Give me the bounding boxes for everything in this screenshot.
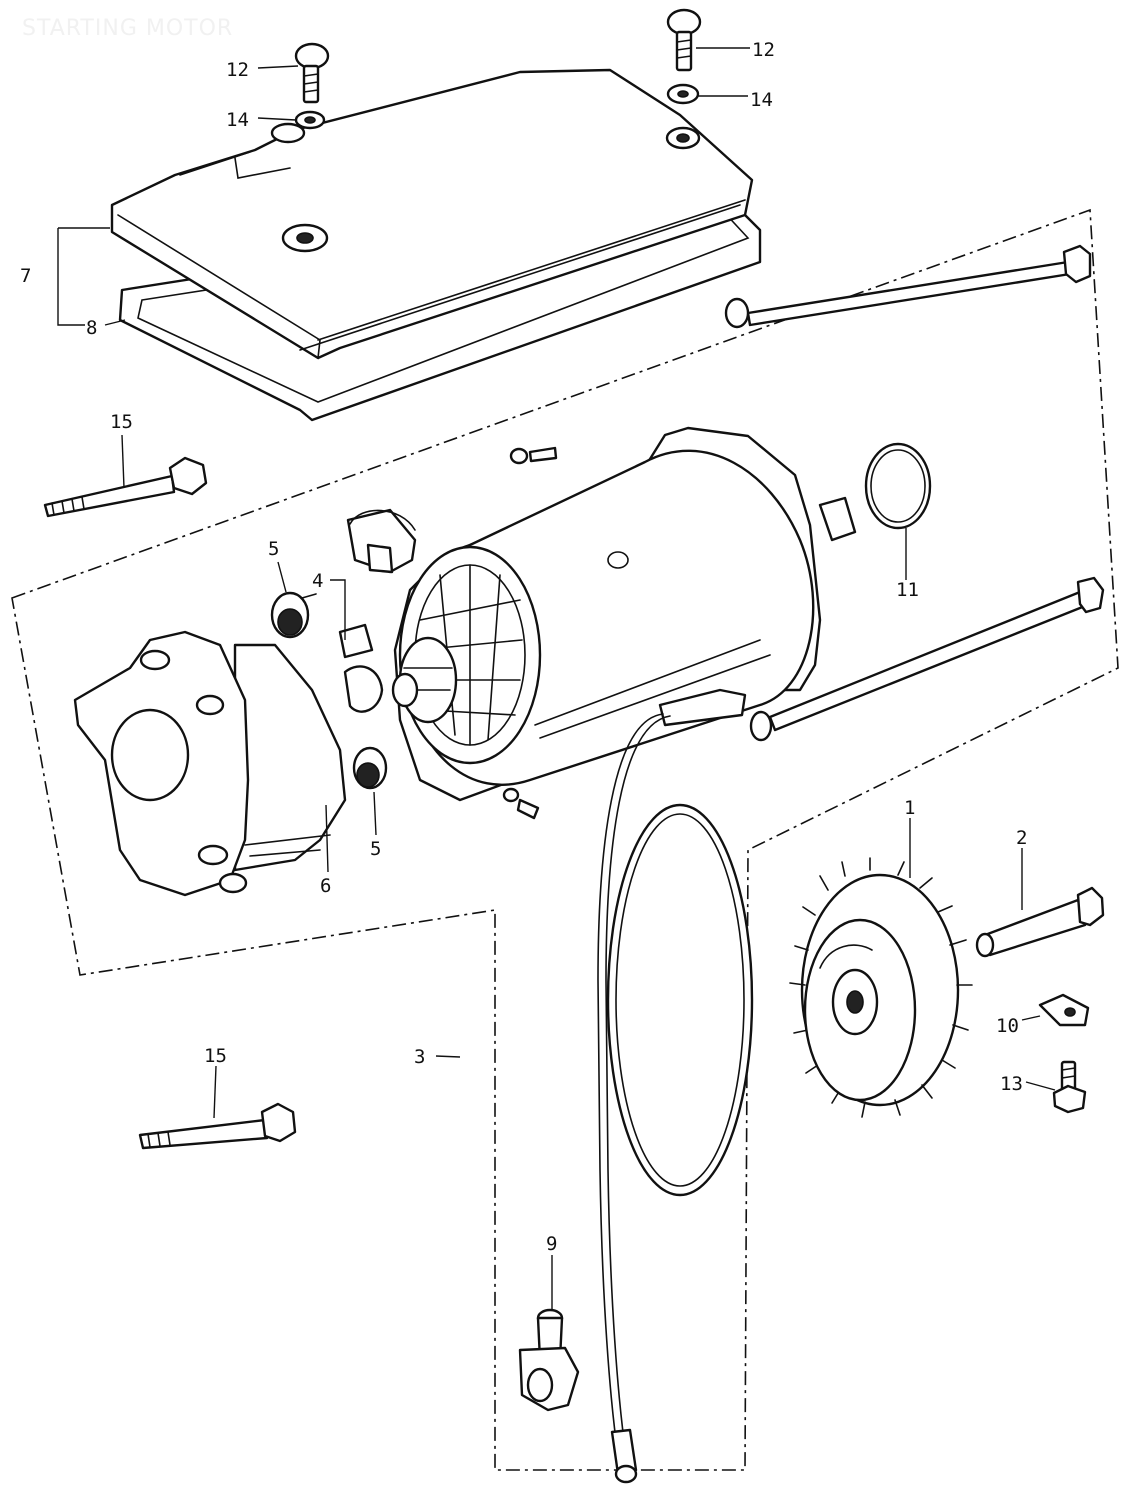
label-5-bottom: 5 (370, 838, 381, 860)
rear-cover (73, 630, 347, 897)
label-13: 13 (1000, 1073, 1023, 1095)
cable-loop (606, 803, 754, 1197)
label-9: 9 (546, 1233, 557, 1255)
label-15-bottom: 15 (204, 1045, 227, 1067)
lock-plate (1038, 993, 1090, 1027)
label-10: 10 (996, 1015, 1019, 1037)
o-ring (864, 442, 932, 530)
label-12-right: 12 (752, 39, 775, 61)
brush-spring-bottom (352, 746, 388, 790)
label-14-left: 14 (226, 109, 249, 131)
through-bolt-lower (749, 576, 1105, 742)
label-2: 2 (1016, 827, 1027, 849)
starter-cable (597, 713, 671, 1484)
washer-right (666, 83, 700, 105)
cover-assembly (110, 68, 762, 422)
small-screw-top (509, 446, 558, 465)
label-12-left: 12 (226, 59, 249, 81)
watermark-text: STARTING MOTOR (22, 16, 234, 41)
label-5-top: 5 (268, 538, 279, 560)
label-1: 1 (904, 797, 915, 819)
label-14-right: 14 (750, 89, 773, 111)
gear-shaft (975, 886, 1105, 958)
label-11: 11 (896, 579, 919, 601)
brush-spring-top (270, 591, 317, 639)
small-screw-bottom (502, 787, 540, 820)
label-15-top: 15 (110, 411, 133, 433)
label-7: 7 (20, 265, 31, 287)
brush-holder (338, 508, 417, 713)
bolt-15-top (43, 456, 208, 518)
bolt-15-bottom (138, 1102, 297, 1150)
cover-screw-right (666, 8, 702, 72)
label-8: 8 (86, 317, 97, 339)
through-bolt-upper (724, 244, 1092, 329)
cover-screw-left (294, 42, 330, 104)
starter-gear (789, 857, 973, 1118)
motor-housing (391, 426, 857, 802)
plate-bolt (1052, 1060, 1087, 1114)
assembly-boundary (11, 208, 1119, 1471)
label-3: 3 (414, 1046, 425, 1068)
terminal-cap (518, 1308, 580, 1412)
label-6: 6 (320, 875, 331, 897)
washer-left (294, 110, 326, 130)
label-4: 4 (312, 570, 323, 592)
